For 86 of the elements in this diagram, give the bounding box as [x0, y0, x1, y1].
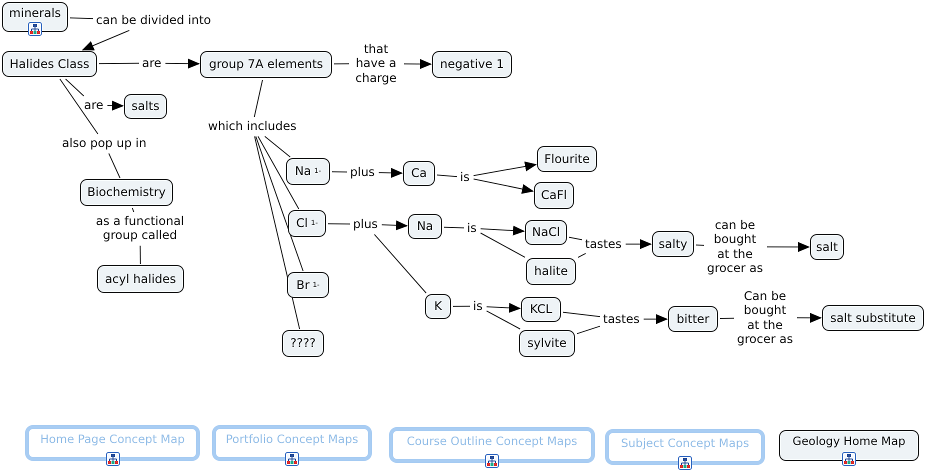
arrow — [486, 302, 521, 313]
concept-box: halite — [526, 258, 576, 285]
arrow — [378, 168, 403, 178]
linking-phrase: tastes — [601, 311, 642, 328]
connector-line — [452, 306, 470, 307]
link-button: Portfolio Concept Maps — [212, 425, 372, 461]
connector-line — [578, 252, 586, 258]
connector-line — [334, 63, 350, 64]
arrow — [796, 312, 822, 323]
linking-phrase: are — [82, 97, 106, 114]
connector-line — [65, 78, 84, 96]
linking-phrase: are — [140, 55, 164, 72]
linking-phrase: is — [465, 220, 479, 236]
linking-phrase: is — [471, 298, 485, 314]
connector-line — [254, 80, 263, 118]
linking-phrase: that have a charge — [350, 41, 402, 86]
concept-box: Na $^{1-}$ — [286, 158, 330, 185]
concept-box: Biochemistry — [80, 179, 173, 206]
concept-box: ???? — [282, 330, 324, 357]
arrow — [82, 30, 130, 50]
connector-line — [720, 318, 734, 319]
connector-line — [70, 17, 94, 20]
link-button: Course Outline Concept Maps — [389, 427, 595, 463]
linking-phrase: plus — [351, 216, 380, 232]
arrow — [473, 178, 534, 194]
link-button: Geology Home Map — [779, 430, 919, 461]
concept-box: negative 1 — [432, 51, 512, 78]
concept-box: acyl halides — [97, 265, 184, 293]
connector-line — [132, 208, 134, 212]
arrow — [625, 239, 652, 250]
connector-line — [696, 244, 704, 246]
connector-line — [255, 136, 304, 272]
concept-box: salty — [652, 231, 694, 257]
connector-line — [59, 78, 98, 134]
connector-line — [328, 223, 350, 224]
arrow — [766, 242, 810, 252]
linking-phrase: also pop up in — [60, 135, 148, 152]
linking-phrase: plus — [348, 164, 377, 180]
concept-box: Flourite — [537, 146, 597, 172]
linking-phrase: tastes — [583, 236, 624, 252]
linking-phrase: can be bought at the grocer as — [705, 217, 765, 277]
concept-box: bitter — [668, 306, 718, 332]
concept-box: Halides Class — [2, 51, 97, 77]
connector-line — [98, 62, 140, 64]
connector-line — [444, 226, 464, 228]
linking-phrase: is — [458, 169, 472, 186]
arrow — [164, 58, 200, 69]
link-button: Subject Concept Maps — [605, 429, 765, 465]
concept-box: K — [425, 294, 451, 319]
linking-phrase: as a functional group called — [80, 213, 200, 244]
connector-line — [108, 152, 120, 178]
connector-line — [140, 245, 141, 264]
arrow — [381, 220, 408, 230]
arrow — [404, 59, 432, 70]
arrow — [473, 162, 537, 176]
connector-line — [480, 232, 526, 258]
connector-line — [436, 174, 458, 178]
connector-line — [264, 136, 291, 158]
concept-box: Cl $^{1-}$ — [288, 210, 326, 237]
connector-line — [486, 310, 521, 330]
concept-box: group 7A elements — [200, 51, 332, 78]
link-button: Home Page Concept Map — [25, 425, 200, 461]
arrow — [106, 100, 124, 111]
connector-line — [562, 312, 600, 318]
linking-phrase: Can be bought at the grocer as — [735, 288, 795, 348]
concept-box: NaCl — [525, 220, 567, 245]
concept-box: salt substitute — [822, 305, 924, 331]
connector-line — [258, 136, 300, 210]
concept-box: CaFl — [534, 182, 574, 209]
connector-line — [254, 136, 300, 330]
connector-line — [332, 171, 348, 172]
concept-box: sylvite — [519, 330, 575, 357]
concept-box: KCL — [521, 297, 561, 322]
concept-box: minerals — [2, 2, 68, 32]
connector-line — [568, 236, 582, 240]
concept-box: Br $^{1-}$ — [287, 272, 329, 298]
concept-box: salt — [810, 234, 844, 260]
linking-phrase: which includes — [206, 118, 298, 134]
connector-line — [576, 326, 600, 334]
concept-box: Na — [408, 214, 442, 239]
arrow — [480, 226, 525, 236]
linking-phrase: can be divided into — [94, 12, 213, 28]
arrow — [643, 314, 668, 324]
connector-line — [374, 234, 427, 294]
concept-box: salts — [124, 94, 167, 119]
concept-box: Ca — [403, 161, 435, 186]
